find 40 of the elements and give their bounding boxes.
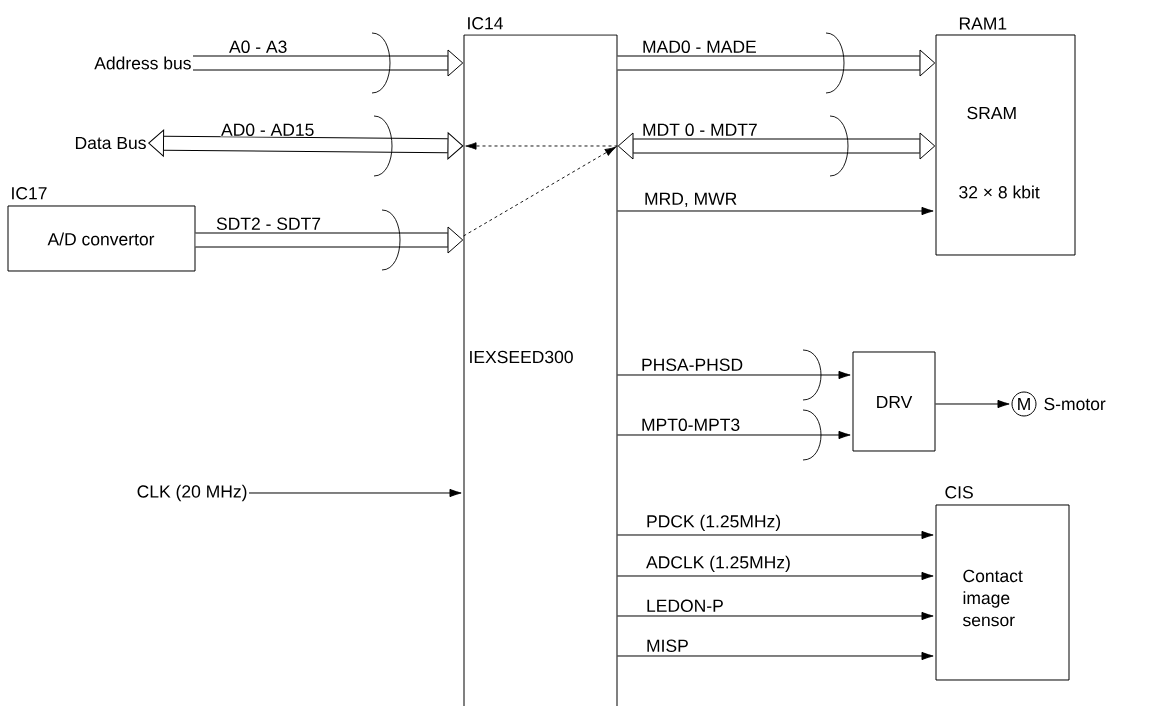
signal-arrow [617,370,851,380]
signal-arrow [617,571,934,581]
edge-label: ADCLK (1.25MHz) [645,555,792,573]
capacity-label: 32 × 8 kbit [959,185,1040,199]
block-label: DRV [877,395,913,408]
edge-label: MRD, MWR [643,192,738,208]
signal-arrow [935,399,1010,409]
chip-label: IC14 [468,17,503,30]
edge-label: MAD0 - MADE [641,40,758,54]
edge-label: MPT0-MPT3 [640,418,741,432]
bus-arrow [193,49,464,77]
block-label: A/D convertor [47,232,155,246]
signal-label: CLK (20 MHz) [137,484,247,502]
signal-label: Address bus [94,56,191,70]
signal-label: Data Bus [75,136,146,150]
edge-label: MDT 0 - MDT7 [641,123,759,137]
signal-arrow [248,488,462,498]
block-label: SRAM [967,106,1016,120]
part-number: IEXSEED300 [470,350,573,364]
signal-arrow [617,206,934,216]
edge-label: LEDON-P [645,599,725,613]
edge-label: SDT2 - SDT7 [215,217,322,231]
chip-label: CIS [945,486,973,499]
signal-arrow [617,430,851,440]
bus-arrow [195,226,464,254]
bus-arrow [617,49,936,77]
edge-label: MISP [645,639,690,653]
edge-label: PHSA-PHSD [640,358,744,372]
chip-label: IC17 [12,187,47,200]
block-label: Contact image sensor [963,569,1023,627]
bus-arrow [617,132,936,160]
edge-label: A0 - A3 [228,40,288,54]
signal-arrow [617,530,934,540]
motor-label: S-motor [1044,397,1106,411]
edge-label: PDCK (1.25MHz) [645,514,782,532]
signal-arrow [617,611,934,621]
chip-label: RAM1 [959,17,1007,30]
bus-arrow [148,129,464,160]
signal-arrow [617,651,934,661]
edge-label: AD0 - AD15 [220,123,315,137]
